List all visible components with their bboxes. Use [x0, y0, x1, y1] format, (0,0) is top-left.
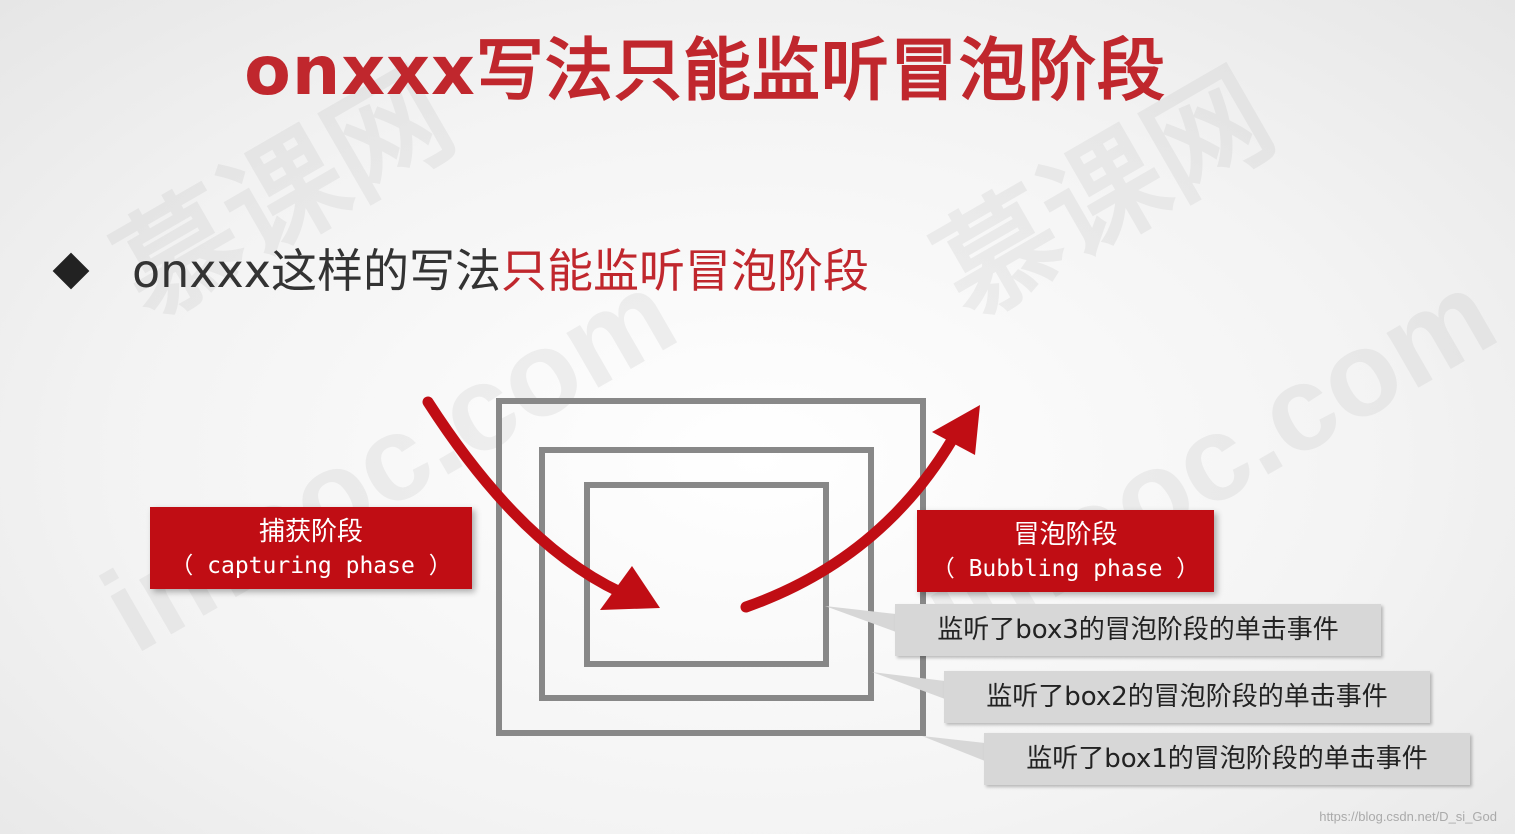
callout-box2: 监听了box2的冒泡阶段的单击事件 [944, 671, 1430, 723]
slide-title: onxxx写法只能监听冒泡阶段 [244, 32, 1166, 111]
bubble-phase-subtitle: （ Bubbling phase ） [931, 556, 1200, 582]
capture-arrow-icon [422, 396, 626, 598]
callout-pointer-box3 [825, 606, 896, 632]
callout-pointer-box2 [872, 672, 945, 699]
box2-middle [539, 447, 874, 701]
capture-arrowhead-icon [600, 566, 660, 610]
bullet-text-highlight: 只能监听冒泡阶段 [500, 244, 869, 298]
capture-phase-title: 捕获阶段 [258, 517, 363, 547]
capture-phase-subtitle: （ capturing phase ） [170, 553, 452, 579]
callout-box3: 监听了box3的冒泡阶段的单击事件 [895, 604, 1381, 656]
bubble-arrow-icon [740, 434, 958, 613]
bubble-phase-title: 冒泡阶段 [1013, 520, 1118, 550]
callout-box1: 监听了box1的冒泡阶段的单击事件 [984, 733, 1470, 785]
capture-phase-label: 捕获阶段 （ capturing phase ） [150, 507, 472, 589]
bubble-phase-label: 冒泡阶段 （ Bubbling phase ） [917, 510, 1214, 592]
bubble-arrowhead-icon [932, 405, 980, 455]
footer-url: https://blog.csdn.net/D_si_God [1319, 809, 1497, 824]
bullet-text-prefix: onxxx这样的写法 [132, 244, 501, 298]
bullet-text: onxxx这样的写法只能监听冒泡阶段 [132, 240, 869, 302]
callout-pointer-box1 [922, 736, 985, 761]
